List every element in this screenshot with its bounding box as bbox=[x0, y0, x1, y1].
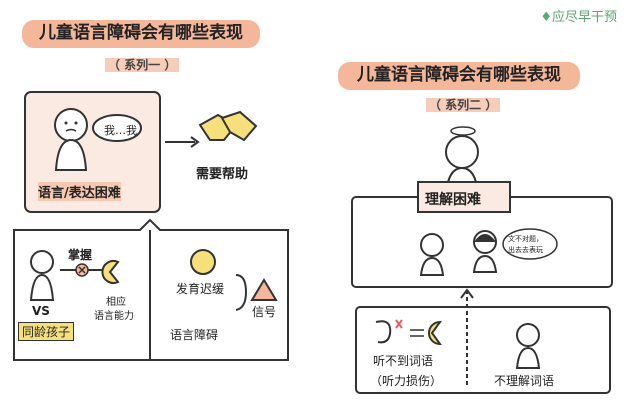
mastery-label: 掌握 bbox=[68, 248, 93, 262]
speech-bubble bbox=[92, 114, 142, 142]
answer-bubble bbox=[502, 228, 558, 260]
hearing-loss-label: （听力损伤） bbox=[370, 374, 443, 388]
child-figure bbox=[29, 250, 55, 301]
pacman-icon bbox=[101, 260, 120, 284]
delay-label: 发育迟缓 bbox=[176, 282, 225, 296]
handshake-icon bbox=[198, 110, 258, 142]
speech-text: 我…我 bbox=[104, 124, 137, 137]
peer-label: 同龄孩子 bbox=[18, 322, 75, 341]
left-series-label: （ 系列一 ） bbox=[105, 56, 180, 73]
comprehension-label: 理解困难 bbox=[425, 192, 481, 208]
right-series-label: （ 系列二 ） bbox=[426, 96, 501, 113]
watermark-text: 应尽早干预 bbox=[551, 10, 617, 25]
left-title: 儿童语言障碍会有哪些表现 bbox=[22, 20, 260, 48]
two-children-figures bbox=[419, 230, 498, 276]
pacman-right-icon bbox=[428, 320, 442, 346]
watermark: ♦应尽早干预 bbox=[540, 6, 617, 25]
comprehension-box bbox=[417, 181, 511, 213]
not-understand-label: 不理解词语 bbox=[494, 374, 555, 388]
diamond-icon: ♦ bbox=[540, 10, 552, 25]
left-bottom-panel bbox=[13, 218, 289, 361]
bracket bbox=[235, 274, 248, 311]
right-bottom-panel bbox=[355, 306, 611, 394]
puzzled-child-figure bbox=[515, 323, 541, 369]
right-title: 儿童语言障碍会有哪些表现 bbox=[338, 62, 580, 90]
signal-label: 信号 bbox=[252, 305, 277, 319]
need-help-label: 需要帮助 bbox=[196, 167, 249, 182]
face-icon bbox=[190, 249, 216, 275]
ear-icon bbox=[375, 320, 392, 344]
symptom-label: 语言/表达困难 bbox=[38, 182, 121, 201]
answer-line1: 文不对题， bbox=[508, 235, 543, 243]
warning-icon bbox=[250, 278, 278, 301]
cannot-hear-label: 听不到词语 bbox=[373, 354, 434, 368]
vs-label: VS bbox=[32, 304, 50, 318]
confused-child-figure bbox=[54, 108, 88, 171]
arrow-head bbox=[190, 136, 200, 148]
disorder-label: 语言障碍 bbox=[170, 328, 219, 342]
ability-line2: 语言能力 bbox=[94, 311, 134, 322]
ability-line1: 相应 bbox=[106, 297, 126, 308]
sound-lines bbox=[410, 329, 424, 337]
answer-line2: 出去去表玩 bbox=[508, 246, 543, 254]
